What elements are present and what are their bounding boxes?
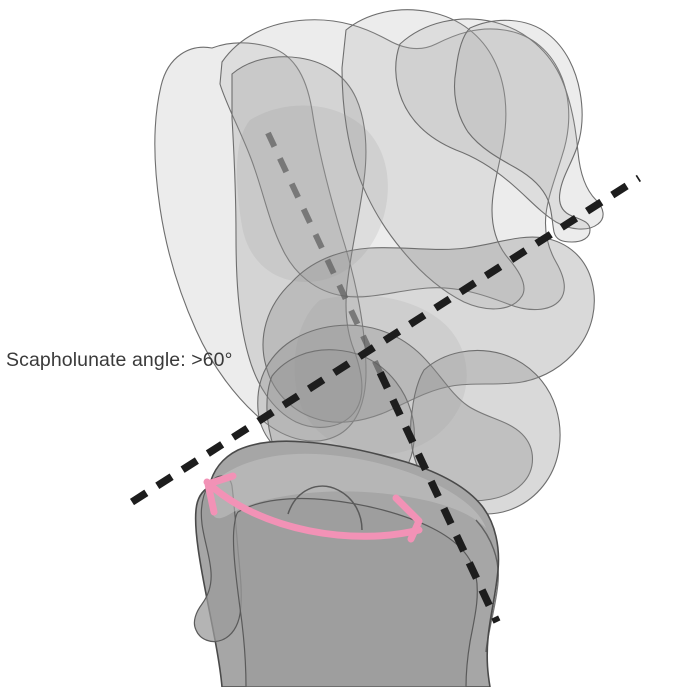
scaphoid-axis-line-lower xyxy=(376,371,501,624)
carpal-shading-overlay-upper xyxy=(236,105,388,282)
hamate-lower-ghost-shape xyxy=(409,349,561,515)
radius-right-contour xyxy=(475,519,499,653)
axis-lines-group xyxy=(129,131,642,624)
lunate-axis-line xyxy=(129,174,642,506)
range-of-motion-arc-path xyxy=(203,478,423,540)
range-of-motion-arrowhead-left xyxy=(204,472,237,516)
trapezoid-ghost-shape xyxy=(231,56,367,428)
radius-articular-rim xyxy=(210,453,487,528)
carpal-bones-group xyxy=(154,9,604,515)
scaphoid-ghost-shape xyxy=(154,42,367,442)
radius-styloid-shape xyxy=(193,475,242,643)
capitate-ghost-shape xyxy=(262,236,595,423)
range-of-motion-arrow-group xyxy=(203,472,423,543)
radius-shaft-shape xyxy=(232,497,478,687)
radius-bone-group xyxy=(193,440,500,687)
radius-fossa-notch xyxy=(287,485,363,531)
scapholunate-angle-label: Scapholunate angle: >60° xyxy=(6,349,233,371)
range-of-motion-arrowhead-right xyxy=(392,494,423,543)
metacarpal-base-ghost-shape xyxy=(453,19,591,243)
hamate-ghost-shape xyxy=(395,18,604,230)
trapezium-ghost-shape xyxy=(341,9,525,310)
